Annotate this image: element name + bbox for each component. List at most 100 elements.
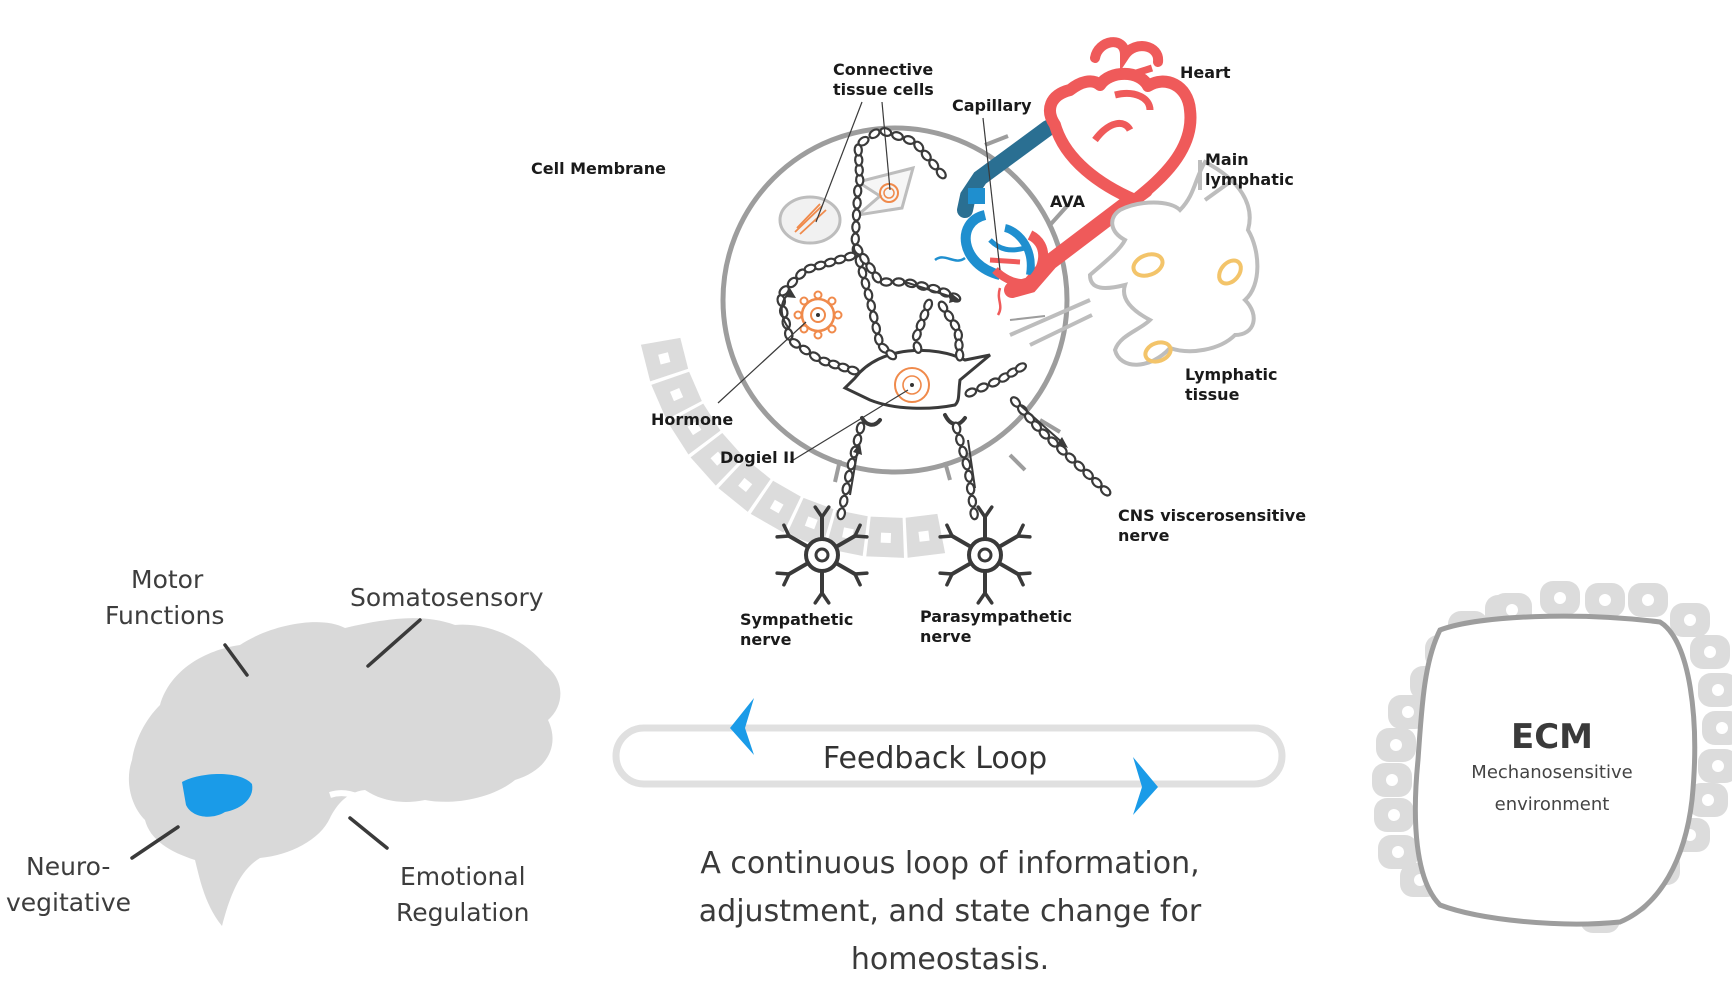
neuron-dendrite-tip <box>820 591 831 605</box>
heart-icon <box>1044 37 1197 206</box>
label-sympathetic-line1: Sympathetic <box>740 610 853 629</box>
neuron-dendrite-tip <box>945 523 954 538</box>
arrow-heads <box>785 288 960 303</box>
connective-tissue-cell-1 <box>778 195 842 245</box>
label-parasympathetic-line1: Parasympathetic <box>920 607 1072 626</box>
chain-bead <box>846 365 860 376</box>
neuron-dendrite-tip <box>775 534 791 539</box>
axon-bead <box>841 482 852 496</box>
ecm-cell-nucleus <box>1704 646 1716 658</box>
ecm-cell-nucleus <box>1599 594 1611 606</box>
neurovegetative-region <box>182 774 253 817</box>
neuron-dendrite-tip <box>853 523 862 538</box>
membrane-tile-dot <box>738 477 753 492</box>
neuron-dendrite-tip <box>1016 534 1032 539</box>
neuron-dendrite-tip <box>782 572 791 587</box>
feedback-loop: Feedback Loop <box>612 698 1286 815</box>
neuron-dendrite-tip <box>976 591 987 605</box>
axon-bead <box>958 445 968 459</box>
chain-bead <box>860 277 871 290</box>
neuron-dendrite-tip <box>813 505 824 519</box>
label-main-lymphatic-line2: lymphatic <box>1205 170 1294 189</box>
chain-bead <box>868 128 881 140</box>
sym-arrow-head <box>853 443 862 455</box>
ecm-subtitle-line1: Mechanosensitive <box>1471 762 1632 783</box>
brain-fold <box>329 790 377 811</box>
label-neuro-line1: Neuro- <box>26 852 110 881</box>
ecm-cell-nucleus <box>1386 774 1398 786</box>
neuron-soma <box>804 537 840 573</box>
label-parasympathetic-line2: nerve <box>920 627 972 646</box>
chain-bead <box>892 277 906 287</box>
label-ava: AVA <box>1050 192 1086 211</box>
capillary-bed <box>960 210 1049 288</box>
feedback-loop-bar <box>612 724 1286 788</box>
label-lymphatic-tissue-line2: tissue <box>1185 385 1240 404</box>
chain-bead <box>911 328 922 342</box>
hormone-cell <box>793 290 843 340</box>
neuron-dendrite-tip <box>1016 572 1025 587</box>
ecm-cell-nucleus <box>1388 809 1400 821</box>
neuron-nucleus <box>814 547 830 563</box>
caption-line2: adjustment, and state change for <box>699 894 1202 929</box>
axon-bead <box>955 433 965 447</box>
neuron-dendrite-tip <box>820 505 831 519</box>
nerve-terminals <box>860 413 967 427</box>
sympathetic-neuron-icon <box>775 505 869 605</box>
chain-bead <box>868 310 879 324</box>
chain-bead <box>852 196 862 210</box>
ecm-boundary <box>1412 613 1698 927</box>
label-sympathetic-line2: nerve <box>740 630 792 649</box>
feedback-loop-label: Feedback Loop <box>823 741 1047 776</box>
ecm-cell-nucleus <box>1506 604 1518 616</box>
membrane-tile-dot <box>804 516 818 530</box>
neuron-dendrite <box>787 561 811 576</box>
ecm-cell-nucleus <box>1554 592 1566 604</box>
connective-tissue-cell-2 <box>853 165 916 218</box>
ecm-cell-nucleus <box>1402 706 1414 718</box>
membrane-tile-dot <box>658 352 671 365</box>
dogiel-neuron <box>842 348 991 410</box>
membrane-tile-dot <box>769 499 784 514</box>
membrane-tile-dot <box>687 421 702 436</box>
neuron-dendrite <box>950 561 974 576</box>
cell-membrane-tiles <box>640 337 946 558</box>
leader-lines <box>717 101 1001 463</box>
brain-illustration <box>128 618 561 926</box>
cns-arrow-head <box>1057 437 1068 448</box>
axon-bead <box>838 494 849 508</box>
ecm-cell-nucleus <box>1716 722 1728 734</box>
caption-line3: homeostasis. <box>851 942 1049 977</box>
label-cell-membrane: Cell Membrane <box>531 159 666 178</box>
chain-bead <box>891 131 904 141</box>
tissue-boundary <box>720 125 1070 475</box>
chain-bead <box>1014 362 1028 373</box>
axon-bead <box>965 482 976 496</box>
chain-bead <box>857 135 870 147</box>
axon-bead <box>852 433 863 447</box>
neuron-soma <box>967 537 1003 573</box>
neuron-dendrite-tip <box>983 591 994 605</box>
tissue-diagram <box>720 125 1070 483</box>
neuron-dendrite-tip <box>983 505 994 519</box>
neuron-dendrite-tip <box>976 505 987 519</box>
neuron-dendrite-tip <box>938 534 954 539</box>
ecm-title: ECM <box>1511 717 1593 757</box>
chain-bead <box>851 220 861 234</box>
label-main-lymphatic-line1: Main <box>1205 150 1249 169</box>
arrow-right-icon <box>1133 757 1158 815</box>
neuron-dendrite-tip <box>782 523 791 538</box>
chain-bead <box>954 348 965 362</box>
ecm-cell-nucleus <box>1392 846 1404 858</box>
nerve-fibre-chains <box>776 127 1028 398</box>
label-cns-line1: CNS viscerosensitive <box>1118 506 1306 525</box>
neuron-dendrite-tip <box>853 534 869 539</box>
neuron-dendrite <box>950 534 974 549</box>
axon-bead <box>855 421 866 435</box>
label-motor-line2: Functions <box>105 601 224 630</box>
lymphatic-tissue <box>1009 159 1260 367</box>
label-motor-line1: Motor <box>131 565 204 594</box>
membrane-tile-dot <box>918 530 930 542</box>
chain-bead <box>964 387 978 398</box>
label-dogiel: Dogiel II <box>720 448 795 467</box>
